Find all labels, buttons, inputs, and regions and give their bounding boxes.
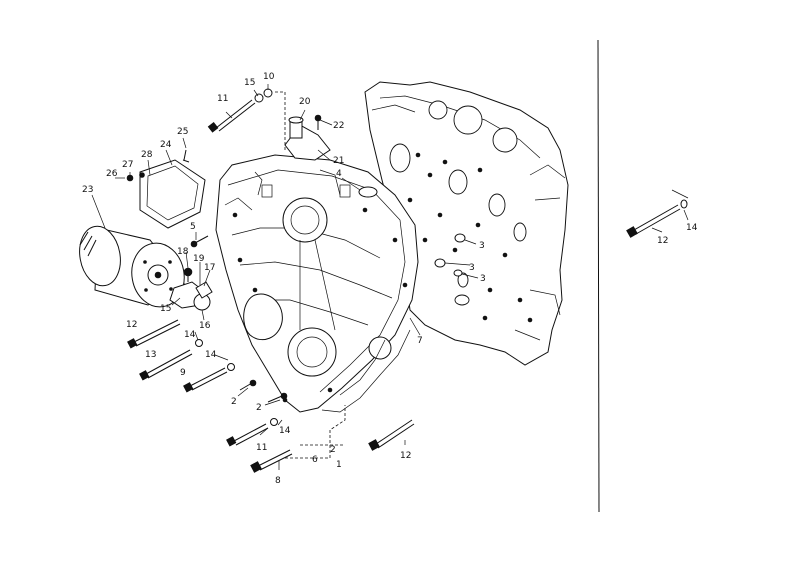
callout-2-left: 2 [231, 397, 237, 407]
callout-11-top: 11 [217, 94, 228, 104]
callout-7: 7 [417, 336, 423, 346]
callout-9: 9 [180, 368, 186, 378]
callout-28: 28 [141, 150, 153, 160]
callout-labels: 11 15 10 20 22 21 25 24 28 27 26 23 5 4 … [82, 72, 698, 486]
bolts [127, 88, 466, 473]
callout-15-left: 15 [160, 304, 171, 314]
callout-10: 10 [263, 72, 275, 82]
callout-13: 13 [145, 350, 156, 360]
callout-19: 19 [193, 254, 205, 264]
outlet-elbow [284, 114, 378, 198]
leader-lines [91, 84, 689, 470]
callout-17: 17 [204, 263, 215, 273]
callout-24: 24 [160, 140, 172, 150]
gear-case-cover [215, 154, 419, 413]
callout-4: 4 [336, 169, 342, 179]
callout-22: 22 [333, 121, 344, 131]
callout-14-mid: 14 [205, 350, 217, 360]
callout-5: 5 [190, 222, 196, 232]
callout-20: 20 [299, 97, 311, 107]
gasket [321, 329, 411, 413]
callout-12-left: 12 [126, 320, 137, 330]
callout-14-lower: 14 [279, 426, 291, 436]
callout-6: 6 [312, 455, 318, 465]
callout-3c: 3 [480, 274, 486, 284]
callout-21: 21 [333, 156, 344, 166]
detail-bolt-with-washer [626, 189, 689, 238]
filter-adaptor [169, 267, 213, 311]
callout-14-upper: 14 [184, 330, 196, 340]
callout-11-lower: 11 [256, 443, 267, 453]
panel-separator [597, 39, 600, 513]
callout-18: 18 [177, 247, 189, 257]
callout-12-lower: 12 [400, 451, 411, 461]
callout-1: 1 [336, 460, 342, 470]
callout-15-top: 15 [244, 78, 255, 88]
callout-23: 23 [82, 185, 93, 195]
callout-25: 25 [177, 127, 188, 137]
callout-14-detail: 14 [686, 223, 698, 233]
callout-3a: 3 [479, 241, 485, 251]
callout-16: 16 [199, 321, 211, 331]
callout-8: 8 [275, 476, 281, 486]
side-cover-plate [126, 149, 206, 229]
callout-12-detail: 12 [657, 236, 668, 246]
callout-27: 27 [122, 160, 133, 170]
callout-3b: 3 [469, 263, 475, 273]
callout-26: 26 [106, 169, 118, 179]
engine-block [364, 81, 569, 366]
oil-filter [79, 225, 186, 308]
callout-2-bottom: 2 [330, 445, 336, 455]
callout-2-mid: 2 [256, 403, 262, 413]
